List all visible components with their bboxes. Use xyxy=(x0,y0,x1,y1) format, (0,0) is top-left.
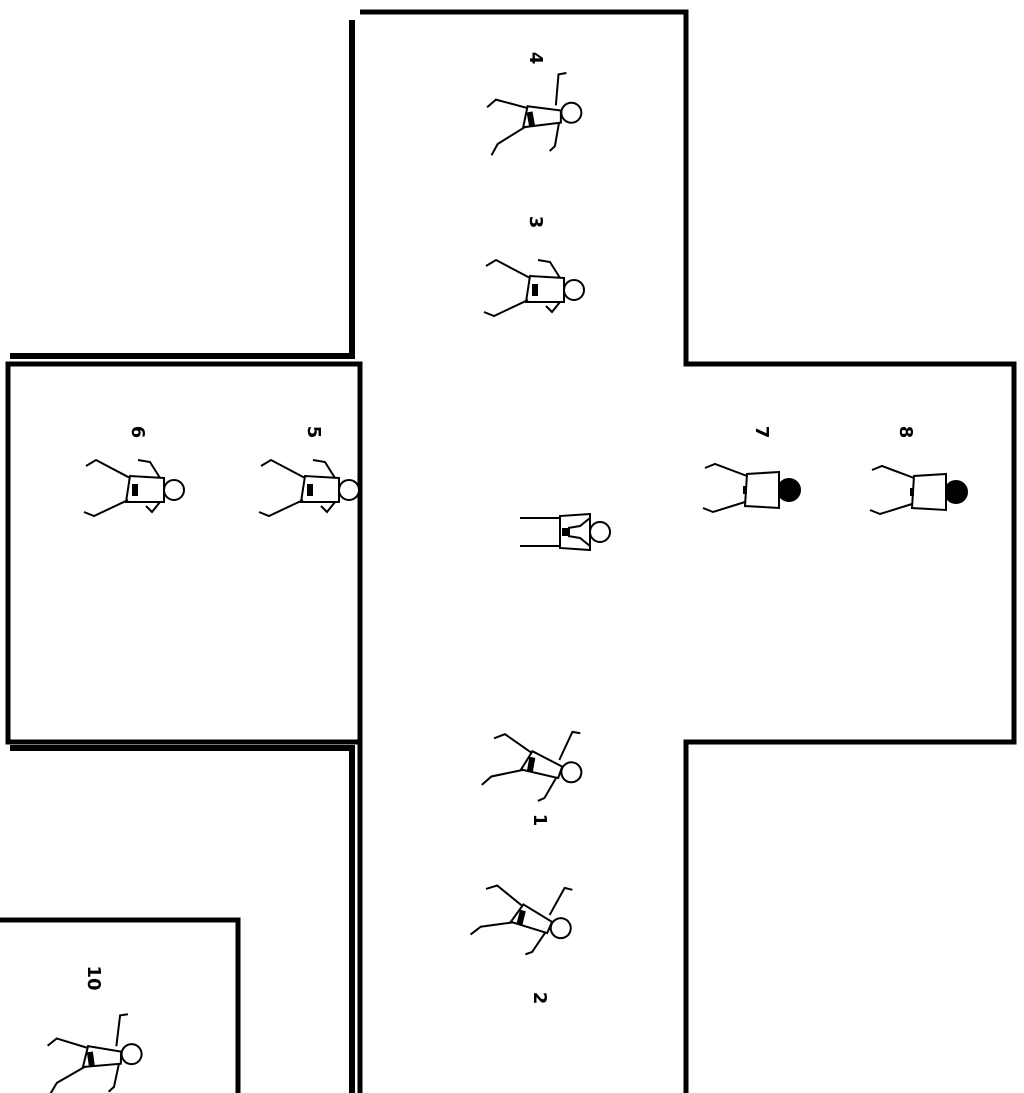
step-10-figure xyxy=(41,1013,146,1093)
embusen-cross-shadow xyxy=(10,20,352,1093)
step-1-figure xyxy=(481,718,588,808)
step-2-number: 2 xyxy=(529,992,550,1005)
step-2-figure xyxy=(469,869,580,964)
step-10-number: 10 xyxy=(83,965,104,990)
step-8-figure xyxy=(870,466,967,514)
step-3-figure xyxy=(484,260,584,316)
step-6-figure xyxy=(84,460,184,516)
step-4-number: 4 xyxy=(525,52,546,65)
step-4-figure xyxy=(480,72,587,162)
embusen-cross-outline xyxy=(8,12,1014,1093)
step-5-number: 5 xyxy=(303,426,324,439)
step-3-number: 3 xyxy=(525,216,546,229)
start-ready-figure xyxy=(520,514,610,550)
step-7-number: 7 xyxy=(751,426,772,439)
step-5-figure xyxy=(259,460,359,516)
step-1-number: 1 xyxy=(529,814,550,827)
step-7-figure xyxy=(703,464,800,512)
step-8-number: 8 xyxy=(895,426,916,439)
step-6-number: 6 xyxy=(127,426,148,439)
